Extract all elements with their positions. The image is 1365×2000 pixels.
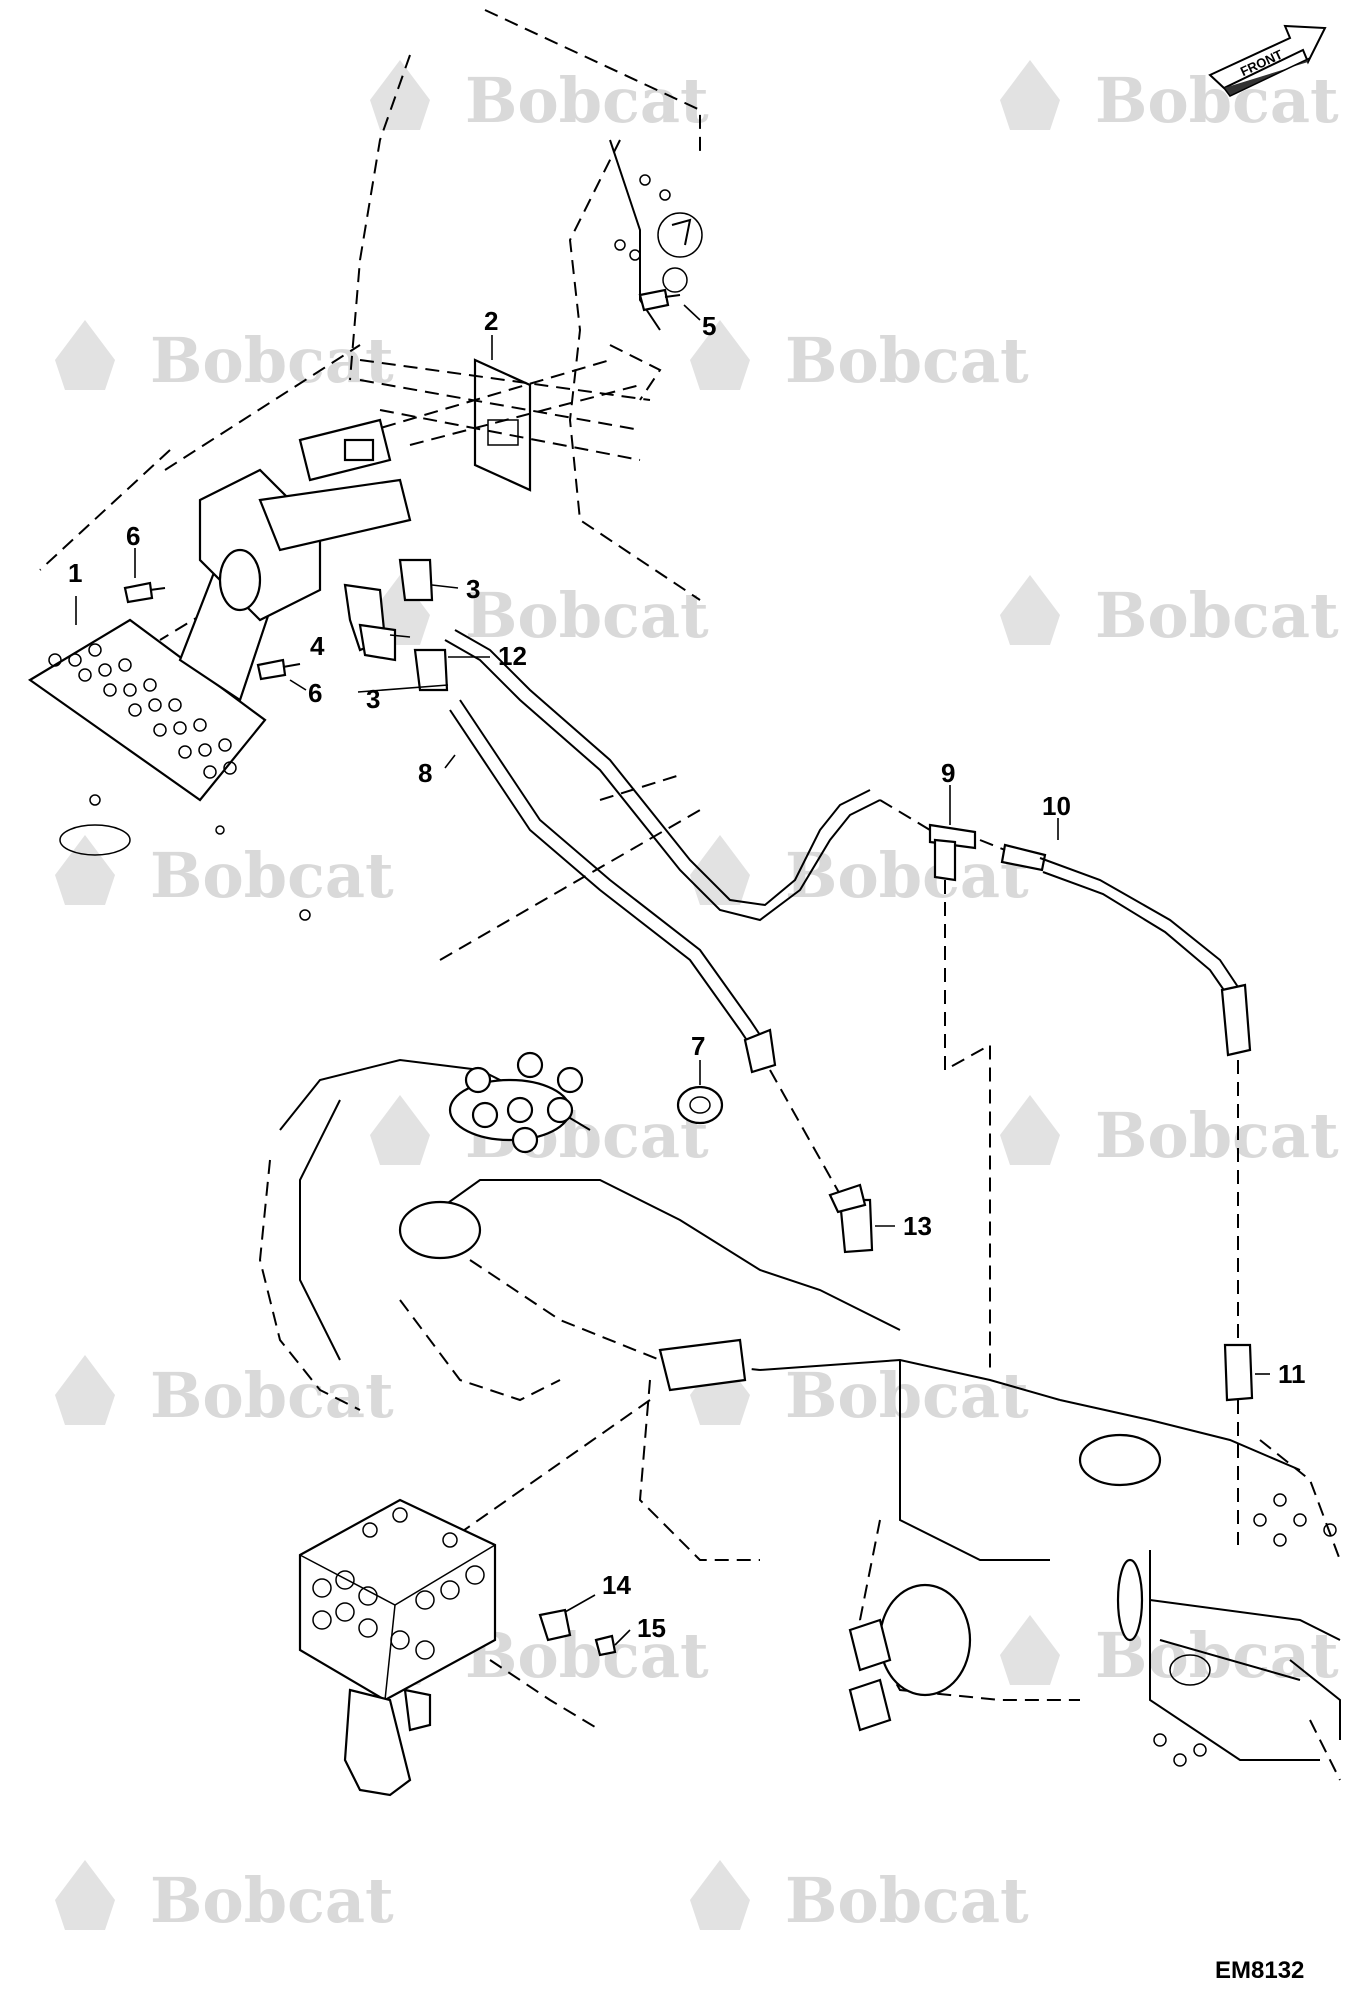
watermark-logo-icon bbox=[690, 320, 750, 390]
figure-id: EM8132 bbox=[1215, 1957, 1304, 1984]
callout-13: 13 bbox=[903, 1211, 932, 1241]
bolt-part-6-lower bbox=[256, 658, 301, 681]
callout-11: 11 bbox=[1278, 1359, 1306, 1389]
callout-8: 8 bbox=[418, 758, 432, 788]
screw-part-15 bbox=[594, 1634, 617, 1657]
watermark-logo-icon bbox=[690, 835, 750, 905]
watermark-logo-icon bbox=[1000, 1615, 1060, 1685]
watermark-logo-icon bbox=[1000, 1095, 1060, 1165]
callout-6-lower: 6 bbox=[308, 678, 322, 708]
clamp-part-7 bbox=[676, 1085, 724, 1125]
o-ring bbox=[59, 794, 311, 921]
watermark-layer: Bobcat Bobcat Bobcat Bobcat Bobcat Bobca… bbox=[55, 60, 1339, 1937]
hose-part-8 bbox=[449, 699, 777, 1074]
callout-10: 10 bbox=[1042, 791, 1071, 821]
leader-lines bbox=[75, 304, 1270, 1646]
watermark-text: Bobcat bbox=[150, 1864, 394, 1937]
brake-pedal-part-1 bbox=[27, 418, 412, 802]
mounting-bracket bbox=[609, 139, 703, 331]
callout-3-upper: 3 bbox=[466, 574, 480, 604]
watermark-text: Bobcat bbox=[150, 324, 394, 397]
watermark-logo-icon bbox=[55, 320, 115, 390]
tee-fitting-part-9 bbox=[879, 799, 977, 882]
watermark-text: Bobcat bbox=[785, 1864, 1029, 1937]
watermark-logo-icon bbox=[1000, 575, 1060, 645]
watermark-text: Bobcat bbox=[785, 1359, 1029, 1432]
watermark-text: Bobcat bbox=[465, 64, 709, 137]
watermark-text: Bobcat bbox=[1095, 579, 1339, 652]
alignment-lines bbox=[339, 344, 662, 461]
watermark-logo-icon bbox=[55, 1355, 115, 1425]
callout-7: 7 bbox=[691, 1031, 705, 1061]
elbow-fitting-part-13 bbox=[828, 1183, 874, 1254]
watermark-logo-icon bbox=[55, 835, 115, 905]
watermark-text: Bobcat bbox=[150, 1359, 394, 1432]
plate-part-2 bbox=[473, 358, 532, 492]
hose-part-10 bbox=[979, 839, 1252, 1057]
callout-6-upper: 6 bbox=[126, 521, 140, 551]
callout-5: 5 bbox=[702, 311, 716, 341]
callout-4: 4 bbox=[310, 631, 325, 661]
watermark-logo-icon bbox=[370, 1095, 430, 1165]
hose-part-12 bbox=[444, 629, 881, 922]
fitting-part-4 bbox=[343, 583, 397, 662]
watermark-logo-icon bbox=[370, 60, 430, 130]
valve-block bbox=[298, 1498, 497, 1797]
callout-9: 9 bbox=[941, 758, 955, 788]
cab-outline bbox=[39, 9, 701, 961]
callout-1: 1 bbox=[68, 558, 82, 588]
watermark-logo-icon bbox=[690, 1355, 750, 1425]
callout-15: 15 bbox=[637, 1613, 666, 1643]
bolt-part-5 bbox=[638, 288, 681, 312]
watermark-text: Bobcat bbox=[150, 839, 394, 912]
watermark-logo-icon bbox=[1000, 60, 1060, 130]
callout-12: 12 bbox=[498, 641, 527, 671]
clip-part-14 bbox=[538, 1608, 572, 1642]
fitting-part-3-lower bbox=[413, 648, 449, 692]
fitting-part-3-upper bbox=[398, 558, 434, 602]
watermark-logo-icon bbox=[55, 1860, 115, 1930]
watermark-text: Bobcat bbox=[1095, 1099, 1339, 1172]
axle-assembly bbox=[258, 1051, 1341, 1781]
watermark-text: Bobcat bbox=[785, 324, 1029, 397]
callout-3-lower: 3 bbox=[366, 684, 380, 714]
callout-labels: 1 2 3 3 4 5 6 6 7 8 9 10 11 12 13 14 15 bbox=[68, 306, 1306, 1643]
watermark-logo-icon bbox=[690, 1860, 750, 1930]
watermark-text: Bobcat bbox=[785, 839, 1029, 912]
routing-lines bbox=[449, 880, 1239, 1731]
watermark-text: Bobcat bbox=[465, 1619, 709, 1692]
fitting-part-11 bbox=[1223, 1343, 1254, 1402]
bolt-part-6-upper bbox=[123, 581, 166, 604]
callout-14: 14 bbox=[602, 1570, 631, 1600]
callout-2: 2 bbox=[484, 306, 498, 336]
watermark-text: Bobcat bbox=[465, 579, 709, 652]
